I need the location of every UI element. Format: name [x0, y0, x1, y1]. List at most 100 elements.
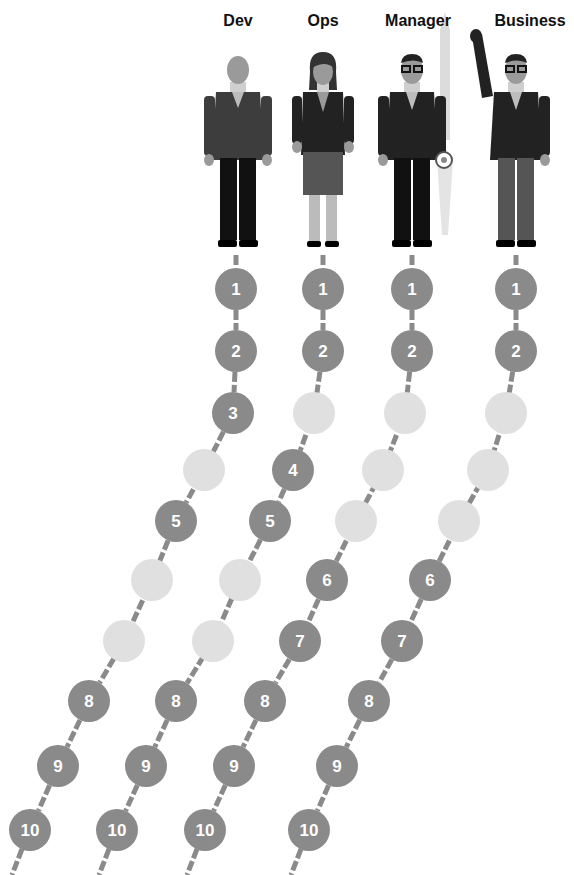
step-number: 1	[231, 281, 240, 298]
step-circle: 2	[302, 330, 344, 372]
connector-line	[187, 540, 260, 683]
step-number: 9	[141, 758, 150, 775]
dashed-connector	[412, 310, 413, 330]
connector-line	[346, 720, 359, 747]
step-circle: 10	[184, 809, 226, 851]
step-number: 3	[228, 405, 237, 422]
manager-figure	[378, 12, 453, 247]
step-circle: 7	[381, 620, 423, 662]
dashed-connector	[234, 372, 236, 392]
step-circle: 1	[391, 268, 433, 310]
step-circle: 8	[244, 680, 286, 722]
connector-line	[214, 785, 226, 811]
step-number: 4	[288, 462, 297, 479]
empty-step-circles	[103, 392, 527, 662]
step-circle: 9	[37, 745, 79, 787]
step-number: 2	[511, 343, 520, 360]
connector-line	[379, 659, 392, 682]
step-number: 6	[425, 572, 434, 589]
step-circle: 8	[348, 680, 390, 722]
step-circle: 10	[96, 809, 138, 851]
step-circle: 6	[306, 559, 348, 601]
dashed-connector	[317, 785, 328, 811]
step-number: 7	[295, 633, 304, 650]
dashed-connector	[126, 785, 138, 811]
step-circle: 2	[391, 330, 433, 372]
role-label: Dev	[223, 12, 252, 30]
step-number: 5	[265, 513, 274, 530]
step-number: 9	[229, 758, 238, 775]
step-number: 9	[53, 758, 62, 775]
dashed-connector	[279, 489, 285, 502]
connector-line	[155, 720, 167, 747]
step-circle: 2	[495, 330, 537, 372]
dashed-connector	[308, 599, 318, 622]
step-number: 1	[318, 281, 327, 298]
step-circle: 3	[212, 392, 254, 434]
step-circle: 8	[155, 680, 197, 722]
step-number: 6	[322, 572, 331, 589]
role-label: Ops	[307, 12, 338, 30]
step-number: 8	[84, 693, 93, 710]
step-number: 2	[407, 343, 416, 360]
step-circle: 1	[495, 268, 537, 310]
dev-figure	[204, 56, 272, 247]
step-number: 10	[196, 822, 215, 839]
step-circle: 4	[272, 449, 314, 491]
dashed-connector	[411, 599, 421, 622]
business-figure	[470, 29, 550, 247]
step-number: 8	[364, 693, 373, 710]
step-number: 5	[171, 513, 180, 530]
connector-line	[308, 599, 318, 622]
step-number: 8	[171, 693, 180, 710]
connector-line	[38, 785, 49, 811]
connector-line	[321, 310, 326, 330]
step-circle: 10	[9, 809, 51, 851]
step-number: 1	[407, 281, 416, 298]
dashed-connector	[276, 659, 290, 683]
step-circle: 1	[302, 268, 344, 310]
dashed-connector	[236, 310, 237, 330]
connector-line	[67, 720, 80, 747]
step-number: 9	[332, 758, 341, 775]
step-circle: 9	[125, 745, 167, 787]
role-label: Business	[494, 12, 565, 30]
dashed-connector	[516, 310, 517, 330]
connector-line	[514, 310, 519, 330]
connector-line	[279, 489, 285, 502]
step-circle: 8	[68, 680, 110, 722]
dashed-connector	[346, 720, 359, 747]
dashed-connector	[38, 785, 49, 811]
step-circle: 7	[279, 620, 321, 662]
connector-line	[232, 372, 238, 392]
connector-line	[276, 659, 290, 683]
step-number: 10	[108, 822, 127, 839]
step-number: 10	[21, 822, 40, 839]
step-circle: 1	[215, 268, 257, 310]
step-number: 7	[397, 633, 406, 650]
step-circle: 2	[215, 330, 257, 372]
ops-figure	[292, 52, 354, 247]
connector-line	[410, 310, 415, 330]
step-number: 10	[300, 822, 319, 839]
dashed-connector	[214, 785, 226, 811]
dashed-connector	[155, 720, 167, 747]
step-circle: 5	[249, 500, 291, 542]
step-number: 2	[231, 343, 240, 360]
dashed-connector	[379, 659, 392, 682]
connector-line	[243, 720, 256, 747]
step-circle: 5	[155, 500, 197, 542]
step-circle: 9	[213, 745, 255, 787]
dashed-connector	[323, 310, 324, 330]
dashed-connector	[243, 720, 256, 747]
dashed-connector	[187, 540, 260, 683]
connector-line	[411, 599, 421, 622]
role-label: Manager	[385, 12, 451, 30]
dashed-connector	[67, 720, 80, 747]
connector-line	[234, 310, 239, 330]
step-number: 8	[260, 693, 269, 710]
step-circle: 9	[316, 745, 358, 787]
